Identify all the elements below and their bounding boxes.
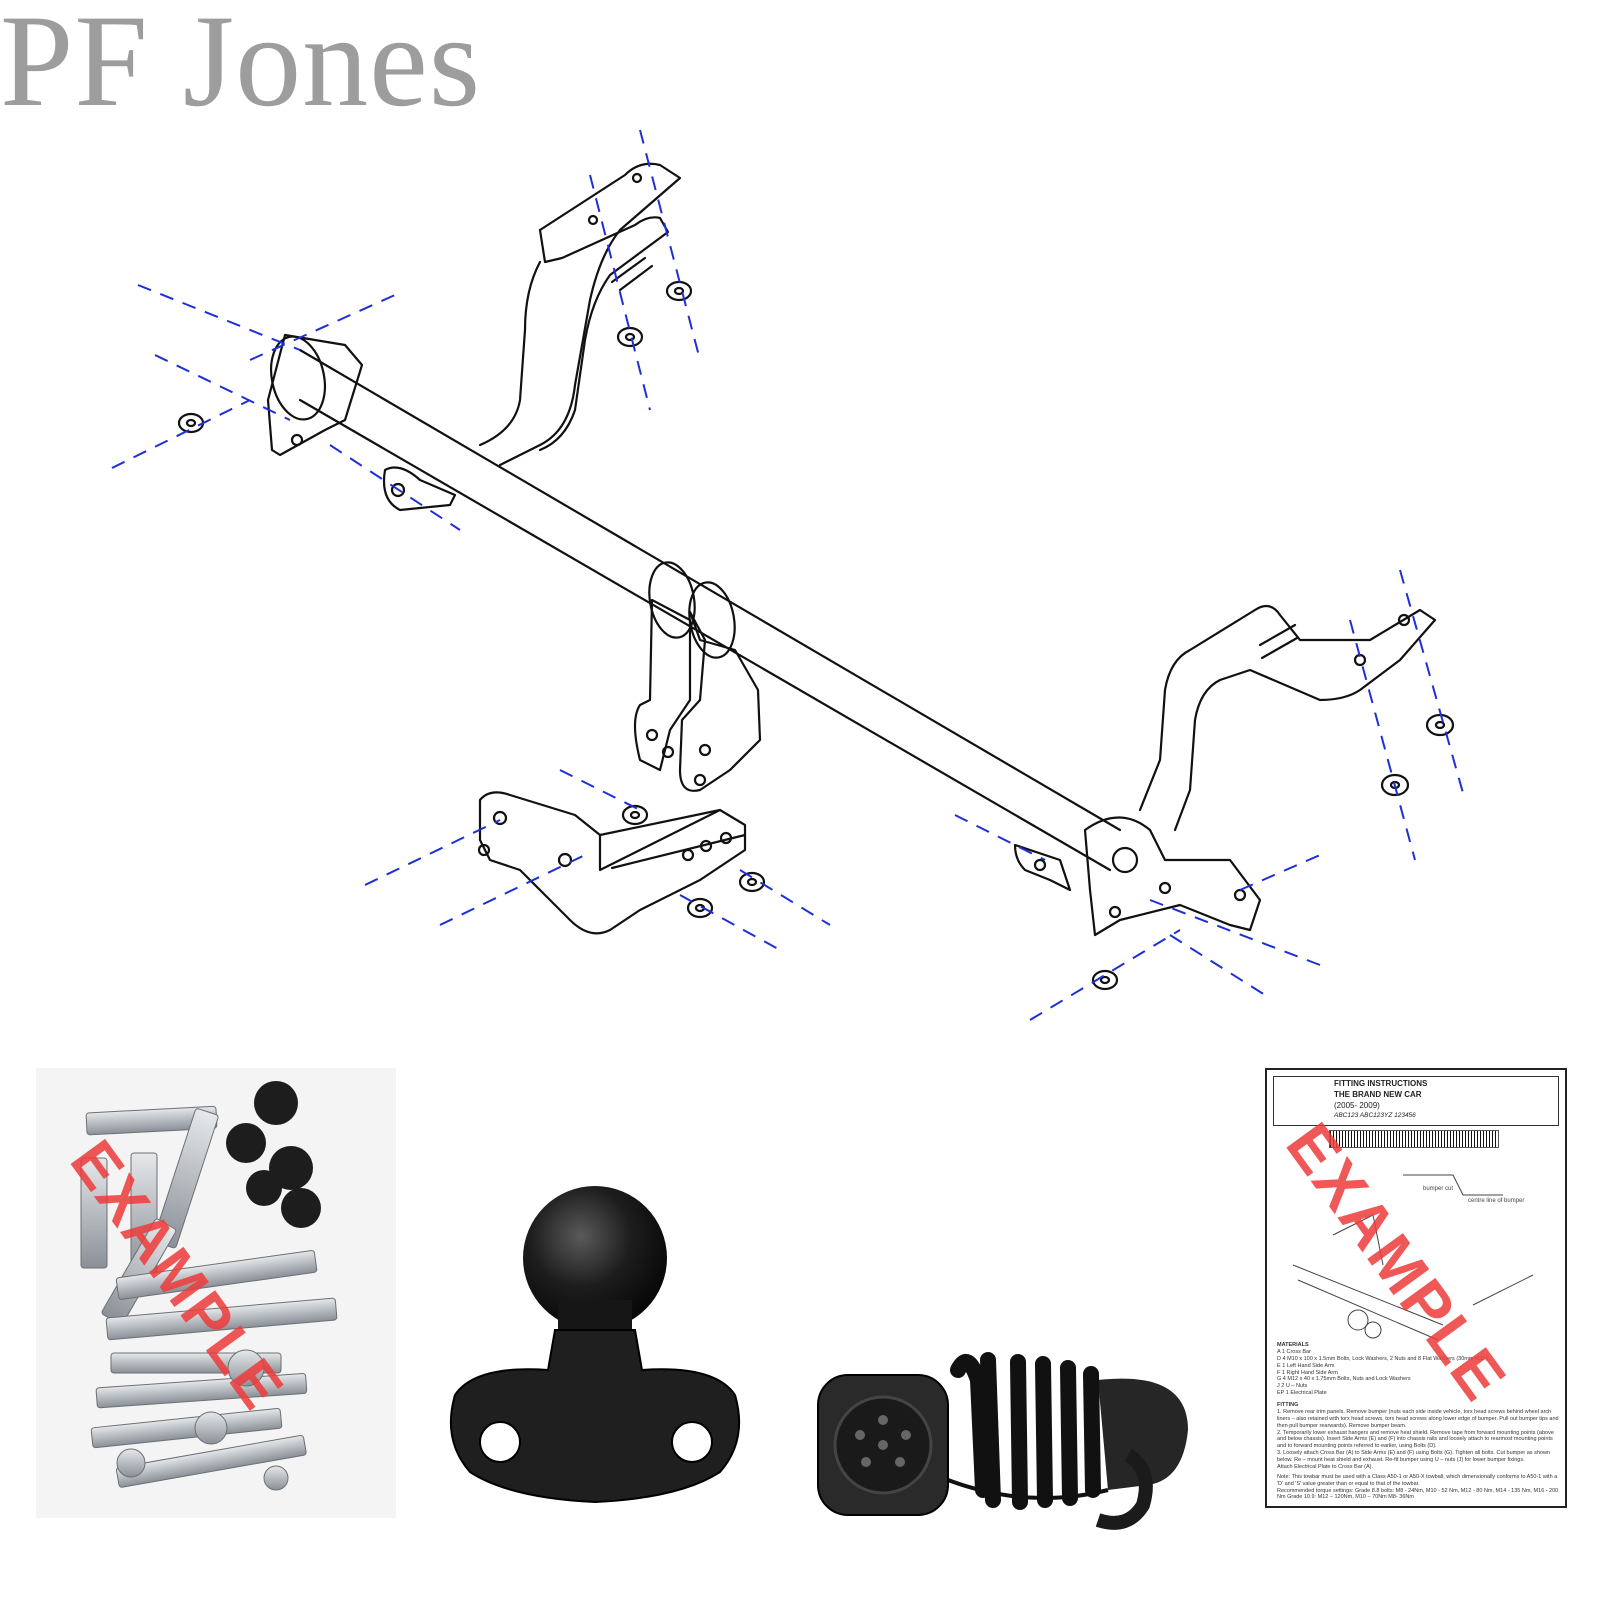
materials-item: G 4 M12 x 40 x 1.75mm Bolts, Nuts and Lo… <box>1277 1376 1411 1383</box>
towball-flange <box>449 1329 741 1504</box>
towbar-exploded-diagram <box>111 129 1466 1021</box>
materials-item: E 1 Left Hand Side Arm <box>1277 1362 1335 1369</box>
fitting-title: FITTING <box>1277 1402 1299 1408</box>
materials-item: A 1 Cross Bar <box>1277 1348 1311 1355</box>
right-mount-plate <box>1083 816 1262 937</box>
left-side-arm <box>478 162 682 467</box>
barcode <box>1329 1130 1499 1148</box>
materials-item: F 1 Right Hand Side Arm <box>1277 1369 1338 1376</box>
materials-item: EP 1 Electrical Plate <box>1277 1390 1327 1397</box>
fitting-step: 2. Temporarily lower exhaust hangers and… <box>1277 1429 1554 1450</box>
lower-left-bracket <box>478 791 747 935</box>
brand-logo: PF Jones <box>0 0 482 134</box>
materials-item: J 2 U – Nuts <box>1277 1383 1308 1390</box>
instructions-heading: FITTING INSTRUCTIONS <box>1334 1079 1428 1088</box>
fixings-kit-bag-photo <box>36 1068 396 1518</box>
instructions-mini-diagram: bumper cut centre line of bumper <box>1292 1174 1534 1341</box>
crossbar-tube <box>298 348 1122 872</box>
right-side-arm <box>1138 604 1437 832</box>
fitting-step: 1. Remove rear trim panels. Remove bumpe… <box>1277 1408 1559 1429</box>
instructions-years: (2005- 2009) <box>1334 1101 1380 1110</box>
fitting-step: Attach Electrical Plate to Cross Bar (A)… <box>1277 1463 1373 1470</box>
fitting-instructions-sheet: FITTING INSTRUCTIONS THE BRAND NEW CAR (… <box>1265 1068 1567 1508</box>
label-centre-line: centre line of bumper <box>1468 1198 1524 1204</box>
fitting-step: 3. Loosely attach Cross Bar (A) to Side … <box>1277 1450 1550 1463</box>
label-bumper-cut: bumper cut <box>1423 1186 1453 1192</box>
instructions-codes: ABC123 ABC123YZ 123456 <box>1334 1112 1416 1119</box>
electrical-socket-photo <box>808 1340 1208 1540</box>
instructions-header-box: FITTING INSTRUCTIONS THE BRAND NEW CAR (… <box>1273 1076 1559 1126</box>
fitting-section: FITTING 1. Remove rear trim panels. Remo… <box>1277 1402 1559 1501</box>
materials-section: MATERIALS A 1 Cross Bar D 4 M10 x 100 x … <box>1277 1342 1559 1397</box>
towball-ball <box>523 1186 667 1330</box>
alignment-dash-lines <box>111 129 1466 1021</box>
torque-settings: Recommended torque settings: Grade 8.8 b… <box>1277 1487 1559 1501</box>
center-hitch-plates <box>633 598 692 772</box>
instructions-car: THE BRAND NEW CAR <box>1334 1090 1422 1099</box>
fitting-note: Note: This towbar must be used with a Cl… <box>1277 1473 1558 1487</box>
materials-title: MATERIALS <box>1277 1342 1309 1348</box>
materials-item: D 4 M10 x 100 x 1.5mm Bolts, Lock Washer… <box>1277 1355 1489 1362</box>
towball-photo <box>430 1180 760 1520</box>
left-end-plate <box>266 333 364 457</box>
